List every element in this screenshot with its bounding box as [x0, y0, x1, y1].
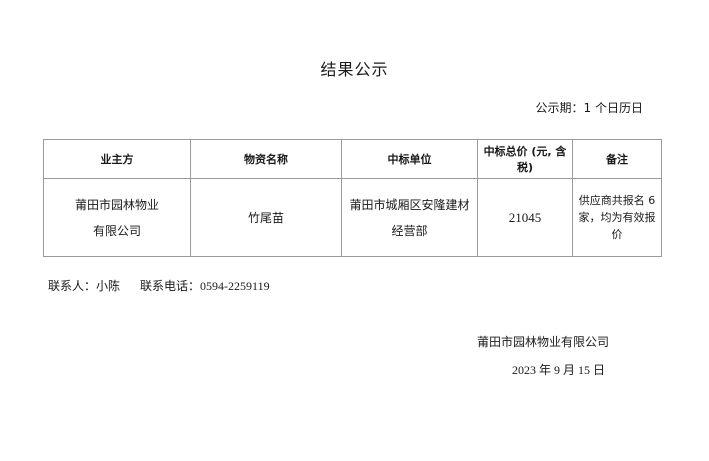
- contact-phone: 0594-2259119: [200, 279, 270, 293]
- cell-owner: 莆田市园林物业 有限公司: [43, 178, 191, 257]
- header-remark: 备注: [572, 139, 662, 179]
- result-table: 业主方 物资名称 中标单位 中标总价 (元, 含税) 备注 莆田市园林物业 有限…: [43, 139, 662, 257]
- winner-line-2: 经营部: [391, 223, 428, 238]
- document-title: 结果公示: [320, 60, 389, 79]
- header-material: 物资名称: [190, 139, 342, 179]
- publicity-period: 公示期：1 个日历日: [535, 101, 643, 115]
- table-header-row: 业主方 物资名称 中标单位 中标总价 (元, 含税) 备注: [43, 139, 662, 179]
- owner-line-2: 有限公司: [92, 223, 141, 238]
- cell-total-price: 21045: [477, 178, 573, 257]
- cell-remark: 供应商共报名 6 家，均为有效报价: [572, 178, 662, 257]
- remark-line-2: 家，均为有效报价: [578, 211, 656, 241]
- contact-phone-label: 联系电话：: [140, 279, 201, 293]
- contact-person: 联系人：小陈: [48, 279, 121, 293]
- header-total-price: 中标总价 (元, 含税): [477, 139, 573, 179]
- issue-date: 2023 年 9 月 15 日: [512, 363, 606, 377]
- table-row: 莆田市园林物业 有限公司 竹尾苗 莆田市城厢区安隆建材 经营部 21045 供应…: [43, 178, 662, 257]
- cell-winner: 莆田市城厢区安隆建材 经营部: [341, 178, 478, 257]
- header-owner: 业主方: [43, 139, 191, 179]
- winner-line-1: 莆田市城厢区安隆建材: [349, 197, 470, 212]
- remark-line-1: 供应商共报名 6: [578, 194, 656, 207]
- issuer-company: 莆田市园林物业有限公司: [477, 335, 610, 349]
- contact-info: 联系人：小陈 联系电话：0594-2259119: [48, 277, 270, 294]
- header-winner: 中标单位: [341, 139, 478, 179]
- cell-material: 竹尾苗: [190, 178, 342, 257]
- owner-line-1: 莆田市园林物业: [74, 197, 159, 212]
